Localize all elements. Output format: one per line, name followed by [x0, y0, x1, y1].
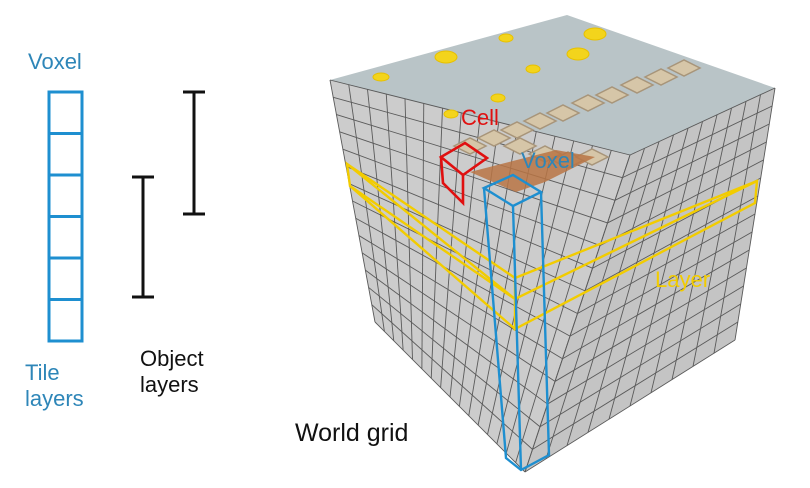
coin [566, 47, 590, 61]
tile-layers-line2: layers [25, 386, 84, 411]
coin [525, 64, 541, 74]
path-tile [570, 94, 606, 112]
tile-layer-cell [47, 132, 84, 177]
coin [490, 93, 506, 103]
tile-layer-cell [47, 256, 84, 301]
cell-outline [438, 141, 490, 207]
tile-layer-cell [47, 215, 84, 260]
tile-stack [47, 90, 84, 343]
object-layer-bracket-2 [132, 175, 154, 299]
path-tile [545, 104, 581, 122]
coin [443, 109, 459, 119]
coins [372, 27, 607, 119]
object-layers-line1: Object [140, 346, 204, 371]
cube-right-face [525, 88, 775, 472]
tile-layers-label: Tile layers [25, 360, 84, 412]
path-tile [619, 76, 655, 94]
tile-layer-cell [47, 90, 84, 135]
world-grid-label: World grid [295, 419, 409, 447]
voxel-label-cube: Voxel [521, 148, 575, 173]
path-tile [502, 137, 538, 155]
coin [498, 33, 514, 43]
object-layer-bracket-1 [183, 90, 205, 216]
coin [583, 27, 607, 41]
path-tile [666, 59, 702, 77]
path-tile [499, 121, 535, 139]
voxel-label-left: Voxel [28, 49, 82, 74]
path-tile [522, 112, 558, 130]
tile-layers-line1: Tile [25, 360, 60, 385]
layer-label: Layer [655, 267, 710, 292]
cell-label: Cell [461, 105, 499, 130]
voxel-column-outline [481, 173, 551, 472]
tile-layer-cell [47, 298, 84, 343]
tile-layer-cell [47, 173, 84, 218]
path-tile [594, 86, 630, 104]
object-layers-label: Object layers [140, 346, 204, 398]
path-tile [476, 129, 512, 147]
object-layers-line2: layers [140, 372, 199, 397]
coin [434, 50, 458, 64]
coin [372, 72, 390, 82]
cube-top-face [330, 15, 775, 155]
path-tile [643, 68, 679, 86]
